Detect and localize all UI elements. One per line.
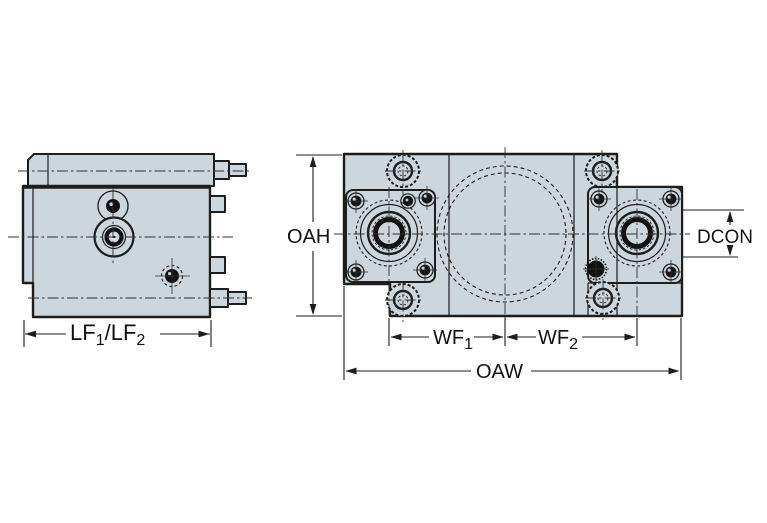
dimension-arrow (345, 367, 357, 375)
dimension-arrow (198, 330, 210, 338)
dimension-arrow (506, 333, 518, 341)
dimension-arrow (492, 333, 504, 341)
dimension-oah: OAH (287, 154, 342, 317)
dimension-arrow (25, 330, 36, 338)
dimension-arrow (624, 333, 636, 341)
stud-base-top (213, 160, 230, 180)
bolt-glint (667, 268, 671, 272)
dimension-label-lf: LF1/LF2 (70, 320, 145, 349)
bolt-glint (168, 272, 172, 276)
dimension-dcon: DCON (683, 209, 753, 258)
side-boss-lower (209, 256, 226, 274)
dimension-arrow (309, 304, 317, 315)
bolt-glint (595, 195, 599, 199)
bolt-glint (352, 268, 356, 272)
dimension-oaw: OAW (343, 286, 682, 383)
top-rail (27, 153, 215, 187)
bolt-glint (109, 202, 113, 206)
dimension-arrow (390, 333, 402, 341)
dimension-arrow (726, 245, 734, 256)
retention-bolt (106, 199, 120, 213)
coupling-flange-left (345, 189, 436, 283)
bolt-circle (603, 199, 671, 267)
dimension-label-oah: OAH (287, 226, 330, 248)
bolt-glint (421, 266, 425, 270)
dimension-arrow (726, 211, 734, 222)
pin-bolt (402, 195, 414, 207)
bolt-glint (667, 195, 671, 199)
dimension-label-wf1: WF1 (433, 327, 473, 353)
dimension-label-oaw: OAW (476, 361, 523, 383)
coupling-polygon (619, 215, 655, 251)
bolt-glint (423, 194, 427, 198)
dimension-wf1: WF1 (388, 318, 506, 353)
bolt-glint (352, 197, 356, 201)
coupling-polygon (371, 215, 407, 251)
dimension-lf: LF1/LF2 (23, 320, 212, 349)
front-view (334, 147, 690, 322)
side-boss-upper (209, 195, 226, 213)
side-view (8, 153, 252, 319)
bore-hidden-circle (443, 172, 567, 296)
pin-bore (400, 193, 416, 209)
bolt-glint (405, 198, 409, 202)
dimension-wf2: WF2 (506, 318, 638, 353)
dimension-label-dcon: DCON (697, 227, 753, 248)
dimension-arrow (309, 156, 317, 167)
dimension-arrow (668, 367, 680, 375)
dimension-label-wf2: WF2 (538, 327, 578, 353)
bolt-circle (355, 199, 423, 267)
stud-tip-top (228, 163, 247, 177)
